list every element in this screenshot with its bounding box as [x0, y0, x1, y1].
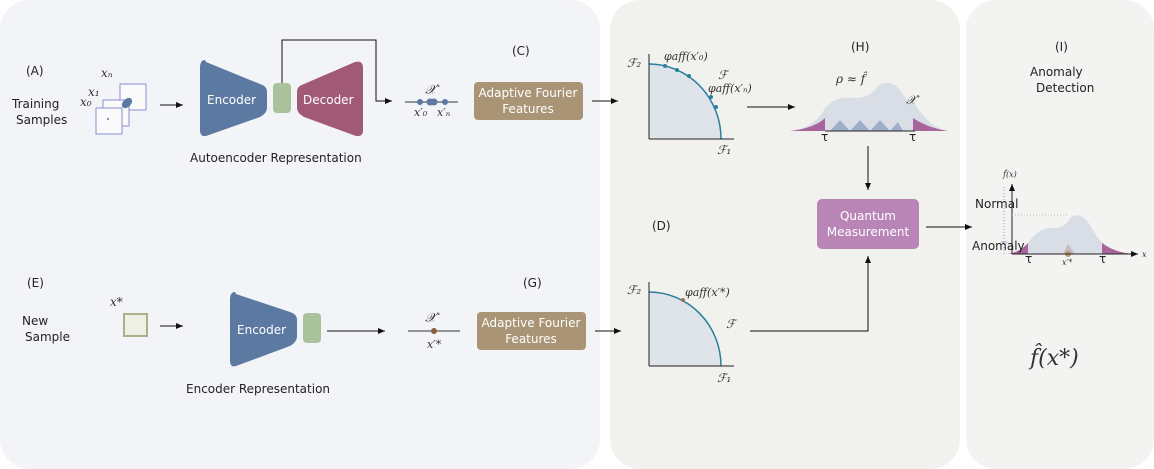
anomaly-plot	[1001, 184, 1138, 257]
latent-code	[273, 83, 291, 113]
decoder-label: Decoder	[303, 93, 354, 107]
rho-label: ρ ≈ f̂	[835, 70, 868, 86]
f-label-bottom: ℱ	[726, 317, 738, 331]
encoder-shape-bottom	[230, 292, 297, 367]
xn-label: xₙ	[101, 66, 113, 80]
f1-label-bottom: ℱ₁	[717, 371, 731, 385]
f1-label: ℱ₁	[717, 143, 731, 157]
encoder-shape	[200, 60, 267, 137]
arrow	[750, 256, 871, 332]
xstarp-label: x′*	[427, 338, 442, 351]
fx-label: f̂(x)	[1002, 170, 1017, 179]
aff-bottom-2: Features	[505, 332, 557, 346]
autoencoder-caption: Autoencoder Representation	[190, 151, 362, 165]
x-axis-label: x	[1142, 250, 1147, 259]
training-label-2: Samples	[16, 113, 67, 127]
latent-space	[405, 98, 458, 106]
new-label-2: Sample	[25, 330, 70, 344]
result-formula: f̂(x*)	[1028, 344, 1079, 371]
latent-label: 𝒳′	[425, 83, 440, 98]
quantum-1: Quantum	[840, 209, 896, 223]
decoder-shape	[297, 61, 363, 137]
aff-top-1: Adaptive Fourier	[479, 86, 578, 100]
phi-xstar-label: φaff(x′*)	[685, 286, 730, 299]
x1-label: x₁	[88, 85, 100, 99]
anomaly-label: Anomaly	[972, 239, 1025, 253]
tau-i-left: τ	[1025, 252, 1032, 266]
latent-label-h: 𝒳′	[906, 93, 920, 107]
aff-box-top	[474, 82, 583, 120]
phi-xn-label: φaff(x′ₙ)	[708, 82, 752, 95]
normal-label: Normal	[975, 197, 1018, 211]
tau-i-right: τ	[1099, 252, 1106, 266]
phi-x0-label: φaff(x′₀)	[664, 50, 708, 63]
label-d: (D)	[652, 219, 671, 233]
panel-representation	[0, 0, 600, 469]
aff-bottom-1: Adaptive Fourier	[482, 316, 581, 330]
f-label: ℱ	[718, 68, 730, 82]
label-e: (E)	[27, 276, 44, 290]
label-i: (I)	[1055, 40, 1068, 54]
skip-arrow	[281, 39, 392, 104]
label-a: (A)	[26, 64, 44, 78]
f2-label: ℱ₂	[627, 56, 641, 70]
x0p-label: x′₀	[414, 106, 428, 119]
xstarp-i-label: x′*	[1062, 258, 1072, 267]
training-samples-icon	[95, 83, 147, 135]
label-g: (G)	[523, 276, 542, 290]
x0-label: x₀	[80, 95, 92, 109]
label-h: (H)	[851, 40, 869, 54]
tau-right: τ	[909, 130, 916, 144]
quantum-2: Measurement	[827, 225, 910, 239]
xnp-label: x′ₙ	[437, 106, 450, 119]
latent-space-bottom	[408, 328, 460, 334]
latent-label-bottom: 𝒳′	[425, 311, 440, 326]
xstar-label: x*	[110, 295, 123, 309]
encoder-label-bottom: Encoder	[237, 323, 286, 337]
aff-top-2: Features	[502, 102, 554, 116]
anomaly-detection-2: Detection	[1036, 81, 1094, 95]
feature-space-bottom	[648, 282, 734, 367]
aff-box-bottom	[477, 312, 586, 350]
density-estimate	[790, 82, 948, 132]
new-sample-icon	[123, 313, 148, 337]
latent-code-bottom	[303, 313, 321, 343]
feature-space-top	[648, 54, 734, 140]
encoder-caption: Encoder Representation	[186, 382, 330, 396]
label-c: (C)	[512, 44, 530, 58]
new-label-1: New	[22, 314, 48, 328]
quantum-measurement-box	[817, 199, 919, 249]
f2-label-bottom: ℱ₂	[627, 283, 641, 297]
training-label-1: Training	[11, 97, 59, 111]
tau-left: τ	[821, 130, 828, 144]
anomaly-detection-1: Anomaly	[1030, 65, 1083, 79]
encoder-label: Encoder	[207, 93, 256, 107]
